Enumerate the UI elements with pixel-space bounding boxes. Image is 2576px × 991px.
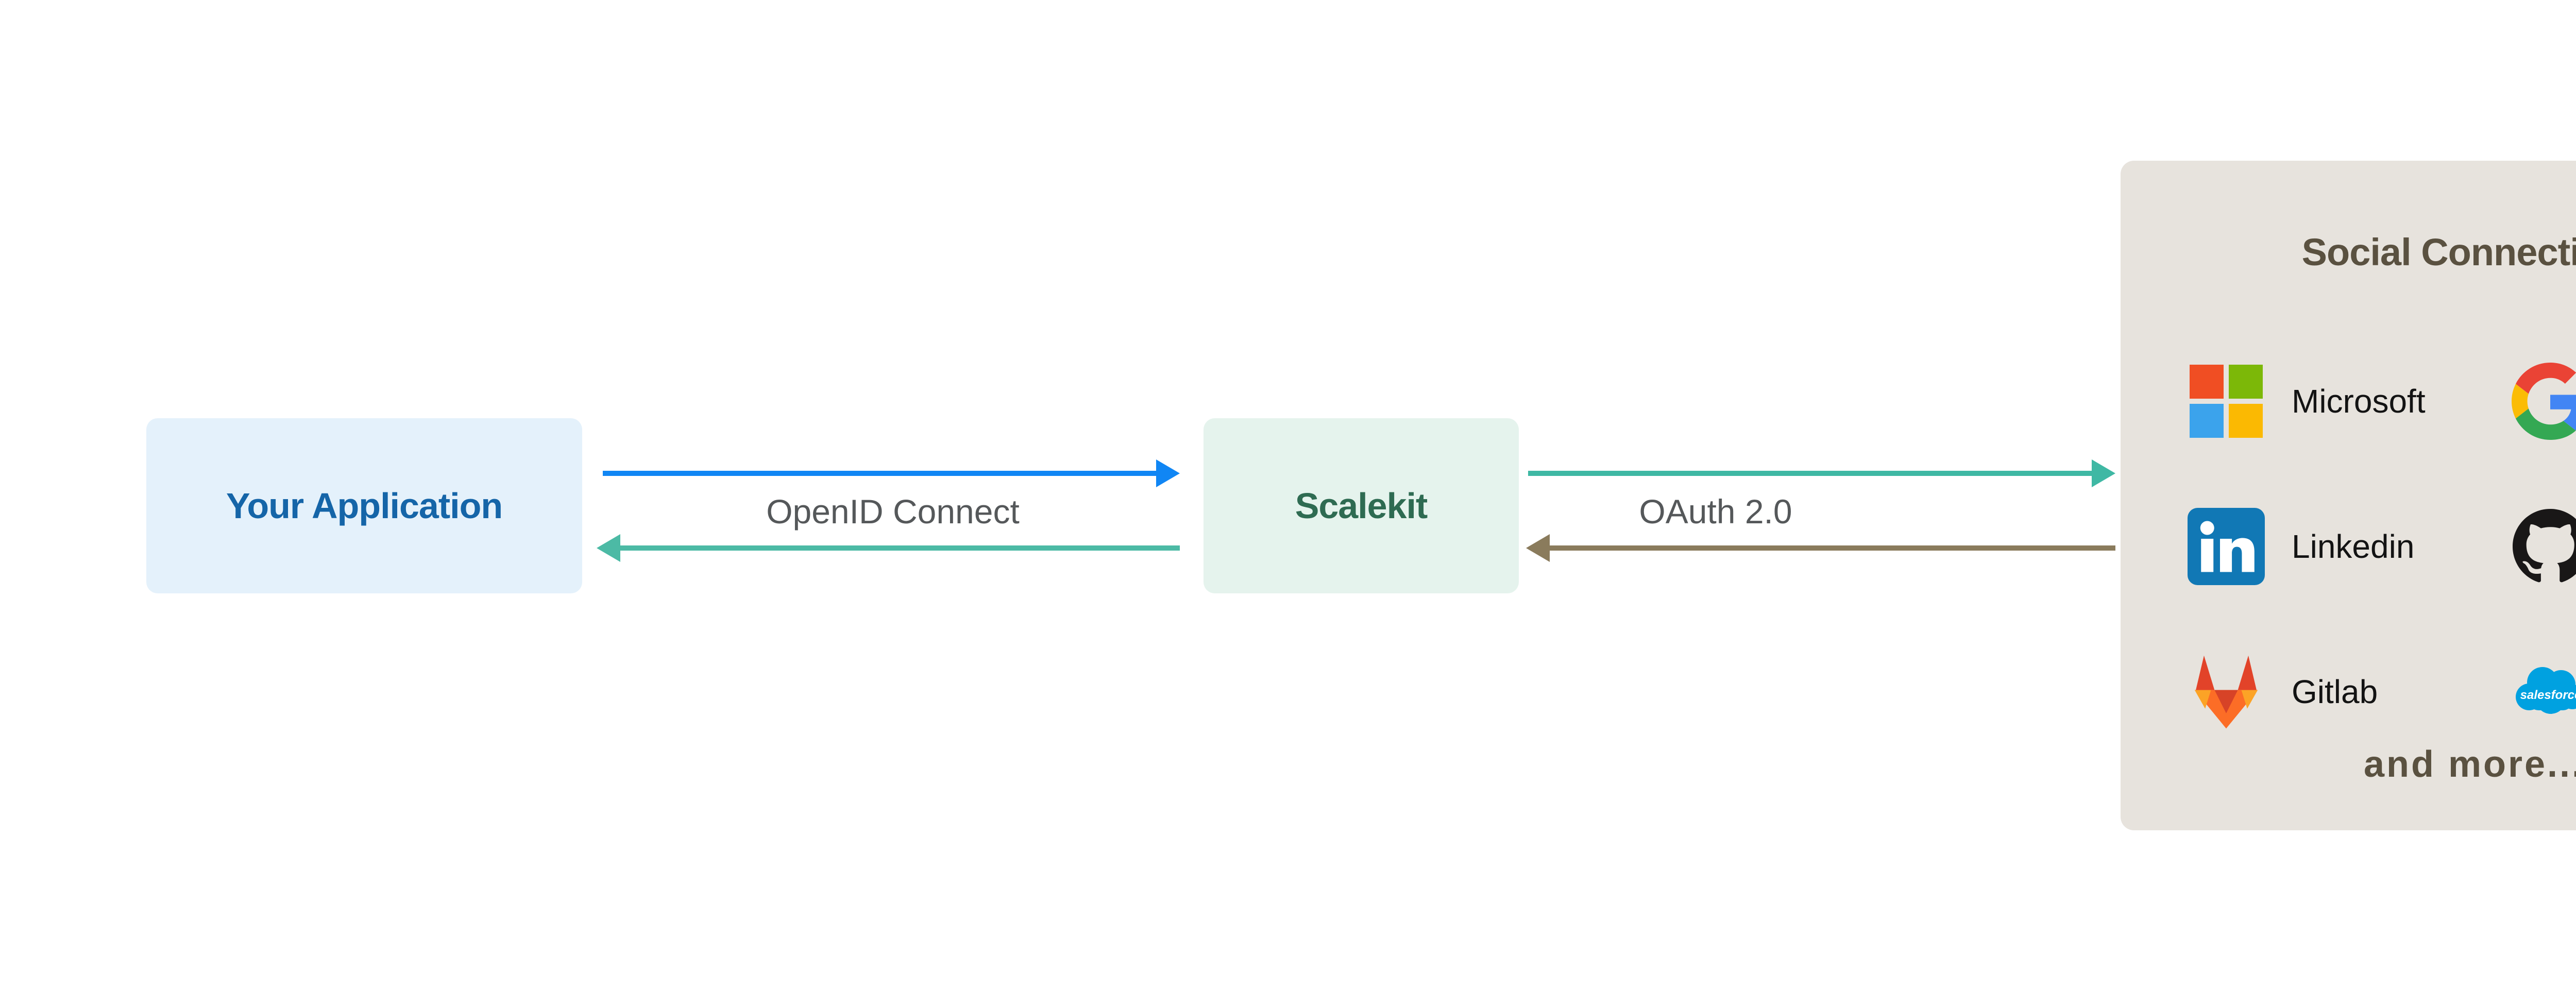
provider-microsoft: Microsoft: [2188, 358, 2512, 443]
arrow-right-scalekit-to-providers: [1528, 459, 2115, 487]
arrow-left-shape: [597, 534, 1180, 562]
provider-label: Gitlab: [2292, 673, 2378, 710]
arrow-left-providers-to-scalekit: [1526, 534, 2115, 562]
provider-grid: Microsoft Google: [2188, 358, 2576, 734]
provider-linkedin: Linkedin: [2188, 504, 2512, 589]
linkedin-icon: [2188, 507, 2265, 585]
github-icon: [2512, 508, 2576, 585]
arrow-right-app-to-scalekit: [603, 459, 1180, 487]
node-scalekit: Scalekit: [1204, 418, 1519, 593]
provider-salesforce: salesforce Salesforce: [2512, 649, 2576, 734]
gitlab-icon: [2188, 653, 2265, 730]
provider-label: Microsoft: [2292, 382, 2426, 420]
social-connections-panel: Social Connections Microsoft: [2121, 161, 2576, 830]
microsoft-icon: [2188, 363, 2265, 440]
arrow-left-shape: [1526, 534, 2115, 562]
flow-label-oauth: OAuth 2.0: [1639, 492, 1792, 531]
and-more-text: and more...: [2363, 744, 2576, 785]
flow-label-openid-connect: OpenID Connect: [766, 492, 1020, 531]
node-scalekit-label: Scalekit: [1295, 486, 1428, 526]
salesforce-icon: salesforce: [2512, 653, 2576, 730]
arrow-right-shape: [603, 459, 1180, 487]
provider-label: Linkedin: [2292, 527, 2415, 565]
arrow-right-shape: [1528, 459, 2115, 487]
node-your-application: Your Application: [146, 418, 582, 593]
provider-google: Google: [2512, 358, 2576, 443]
google-icon: [2512, 362, 2576, 440]
social-connections-title: Social Connections: [2301, 231, 2576, 274]
node-your-application-label: Your Application: [226, 486, 503, 526]
provider-github: Github: [2512, 504, 2576, 589]
arrow-left-scalekit-to-app: [597, 534, 1180, 562]
provider-gitlab: Gitlab: [2188, 649, 2512, 734]
salesforce-logo-text: salesforce: [2520, 688, 2576, 702]
